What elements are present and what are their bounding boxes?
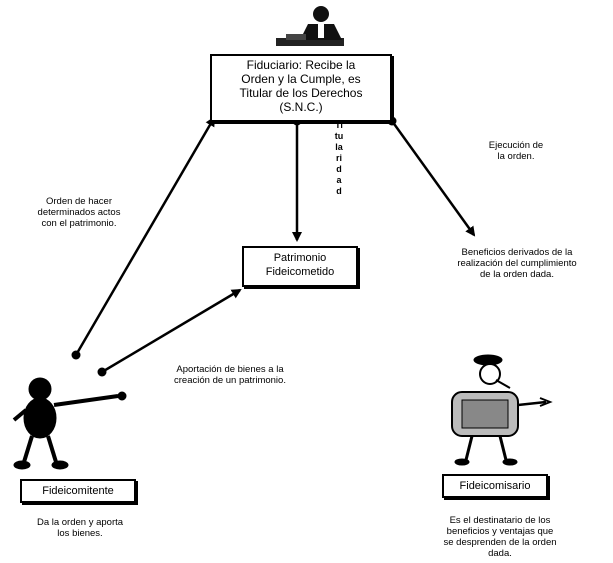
edge-label-ejecucion: Ejecución de la orden. xyxy=(488,140,544,162)
fideicomitente-box: Fideicomitente xyxy=(20,479,136,503)
fideicomitente-description: Da la orden y aporta los bienes. xyxy=(36,517,124,539)
fideicomisario-figure-icon xyxy=(451,354,553,466)
patrimonio-label: Patrimonio Fideicometido xyxy=(265,252,335,278)
fiduciario-label: Fiduciario: Recibe la Orden y la Cumple,… xyxy=(239,58,363,114)
fideicomitente-label: Fideicomitente xyxy=(42,485,114,497)
edge-label-aportacion: Aportación de bienes a la creación de un… xyxy=(174,364,286,386)
fideicomitente-figure-icon xyxy=(12,377,127,470)
arrow-fideicomitente-fiduciario xyxy=(74,116,216,356)
fideicomisario-label: Fideicomisario xyxy=(459,480,531,492)
edge-label-titularidad: Titularidad xyxy=(334,120,344,196)
fideicomisario-box: Fideicomisario xyxy=(442,474,548,498)
arrow-fideicomitente-patrimonio xyxy=(101,288,242,374)
fideicomisario-description: Es el destinatario de los beneficios y v… xyxy=(443,515,557,559)
edge-label-beneficios: Beneficios derivados de la realización d… xyxy=(457,247,577,280)
patrimonio-box: Patrimonio Fideicometido xyxy=(242,246,358,287)
fiduciario-box: Fiduciario: Recibe la Orden y la Cumple,… xyxy=(210,54,392,122)
office-worker-icon xyxy=(276,6,344,46)
edge-label-orden: Orden de hacer determinados actos con el… xyxy=(37,196,121,229)
arrow-fiduciario-beneficios xyxy=(390,120,476,237)
